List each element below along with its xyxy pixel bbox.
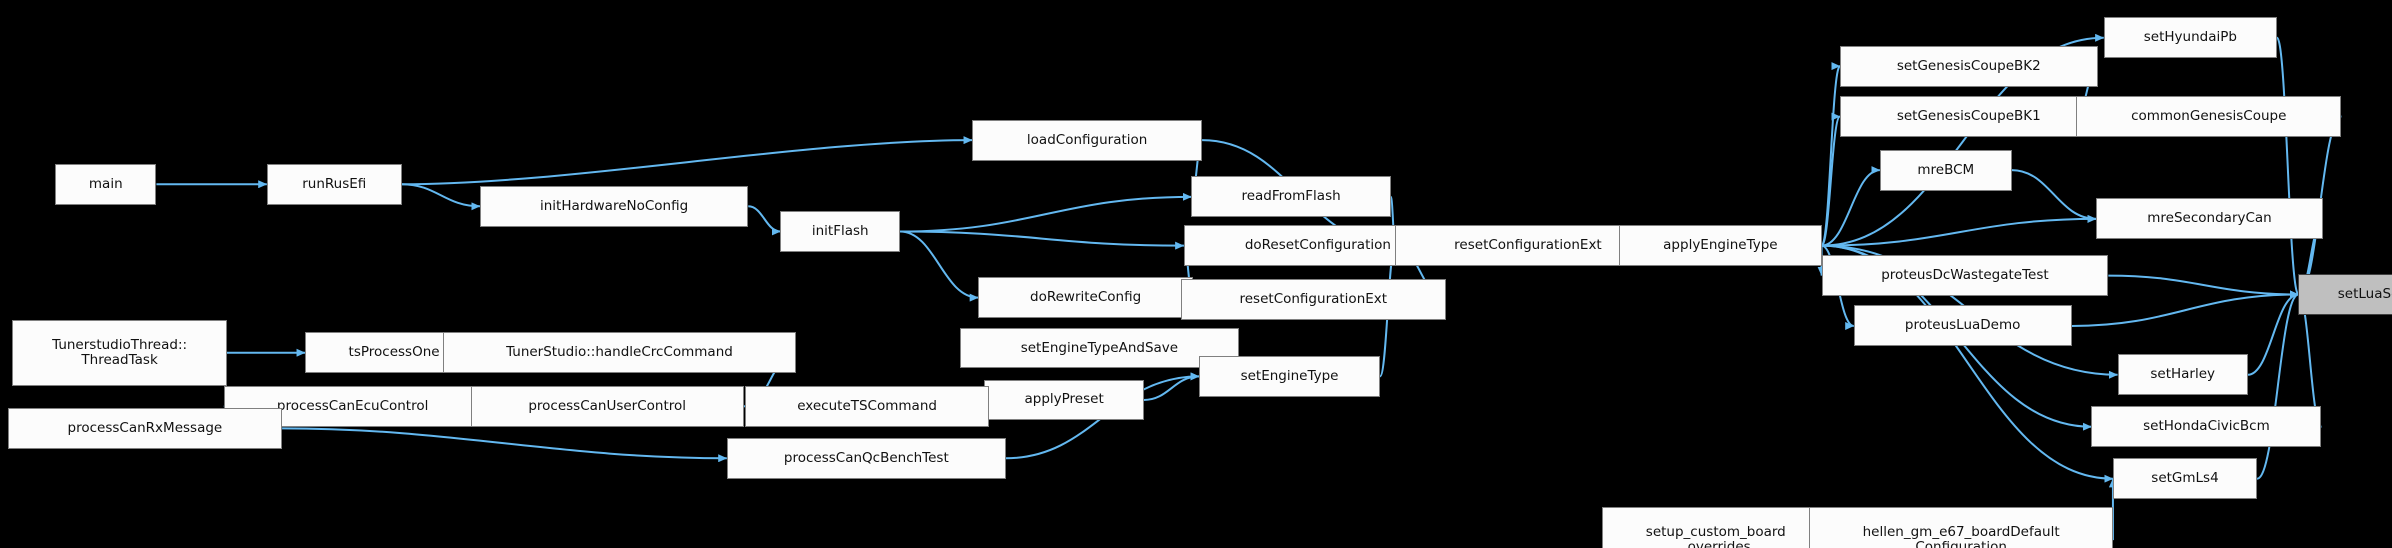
graph-node-setEngineTypeAndSave[interactable]: setEngineTypeAndSave (959, 327, 1239, 369)
graph-node-applyEngineType[interactable]: applyEngineType (1619, 225, 1822, 267)
graph-node-setLuaScript[interactable]: setLuaScript (2298, 274, 2392, 315)
graph-node-processCanQcBenchTest[interactable]: processCanQcBenchTest (726, 437, 1006, 479)
graph-node-setHondaCivicBcm[interactable]: setHondaCivicBcm (2091, 406, 2322, 448)
edge-applyEngineType-to-setGenesisCoupeBK2 (1820, 62, 1841, 247)
graph-node-setEngineType[interactable]: setEngineType (1199, 355, 1380, 397)
edge-proteusLuaDemo-to-setLuaScript (2071, 290, 2299, 327)
graph-node-setGmLs4[interactable]: setGmLs4 (2112, 458, 2258, 500)
graph-node-setHyundaiPb[interactable]: setHyundaiPb (2103, 17, 2277, 59)
edge-setHyundaiPb-to-setLuaScript (2276, 36, 2300, 299)
graph-node-resetConfigurationExt_b[interactable]: resetConfigurationExt (1180, 278, 1446, 320)
graph-node-loadConfiguration[interactable]: loadConfiguration (972, 119, 1203, 161)
graph-node-readFromFlash[interactable]: readFromFlash (1191, 176, 1391, 218)
graph-node-initFlash[interactable]: initFlash (780, 211, 901, 252)
graph-node-TunerstudioThreadTask[interactable]: TunerstudioThread:: ThreadTask (12, 319, 227, 386)
graph-node-proteusLuaDemo[interactable]: proteusLuaDemo (1853, 305, 2072, 347)
graph-node-setup_custom_board[interactable]: setup_custom_board _overrides (1602, 507, 1830, 548)
edge-applyEngineType-to-setGenesisCoupeBK1 (1820, 112, 1841, 247)
edge-runRusEfi-to-loadConfiguration (401, 136, 973, 186)
edge-initFlash-to-readFromFlash (900, 192, 1192, 233)
graph-node-initHardwareNoConfig[interactable]: initHardwareNoConfig (479, 185, 749, 227)
graph-node-setGenesisCoupeBK2[interactable]: setGenesisCoupeBK2 (1840, 45, 2098, 87)
edge-initHardwareNoConfig-to-initFlash (748, 205, 781, 236)
graph-node-commonGenesisCoupe[interactable]: commonGenesisCoupe (2076, 96, 2342, 137)
graph-node-proteusDcWastegateTest[interactable]: proteusDcWastegateTest (1821, 255, 2109, 297)
edge-setGmLs4-to-setLuaScript (2256, 290, 2299, 480)
graph-node-executeTSCommand[interactable]: executeTSCommand (745, 385, 989, 427)
graph-node-doRewriteConfig[interactable]: doRewriteConfig (978, 277, 1193, 319)
graph-node-setGenesisCoupeBK1[interactable]: setGenesisCoupeBK1 (1840, 96, 2098, 137)
edge-proteusDcWastegateTest-to-setLuaScript (2108, 274, 2299, 299)
edge-runRusEfi-to-initHardwareNoConfig (401, 183, 481, 211)
graph-node-setHarley[interactable]: setHarley (2117, 354, 2248, 396)
graph-node-mreBCM[interactable]: mreBCM (1879, 149, 2012, 191)
edge-mreBCM-to-mreSecondaryCan (2011, 169, 2097, 223)
graph-node-processCanUserControl[interactable]: processCanUserControl (470, 385, 744, 427)
edge-initFlash-to-doRewriteConfig (900, 230, 979, 302)
edge-applyPreset-to-setEngineType (1143, 372, 1200, 401)
graph-node-main[interactable]: main (55, 163, 157, 205)
edge-applyEngineType-to-mreBCM (1821, 166, 1881, 247)
graph-node-processCanRxMessage[interactable]: processCanRxMessage (7, 407, 283, 449)
graph-node-runRusEfi[interactable]: runRusEfi (266, 163, 402, 205)
graph-node-applyPreset[interactable]: applyPreset (984, 379, 1144, 421)
graph-node-hellen_gm_e67[interactable]: hellen_gm_e67_boardDefault Configuration (1809, 507, 2113, 548)
edge-initFlash-to-doResetConfiguration (900, 230, 1185, 250)
graph-node-handleCrcCommand[interactable]: TunerStudio::handleCrcCommand (443, 332, 796, 374)
edge-setHarley-to-setLuaScript (2247, 290, 2299, 376)
graph-node-mreSecondaryCan[interactable]: mreSecondaryCan (2096, 198, 2323, 240)
edge-applyEngineType-to-mreSecondaryCan (1821, 214, 2097, 247)
edge-processCanRxMessage-to-processCanQcBenchTest (282, 427, 728, 463)
